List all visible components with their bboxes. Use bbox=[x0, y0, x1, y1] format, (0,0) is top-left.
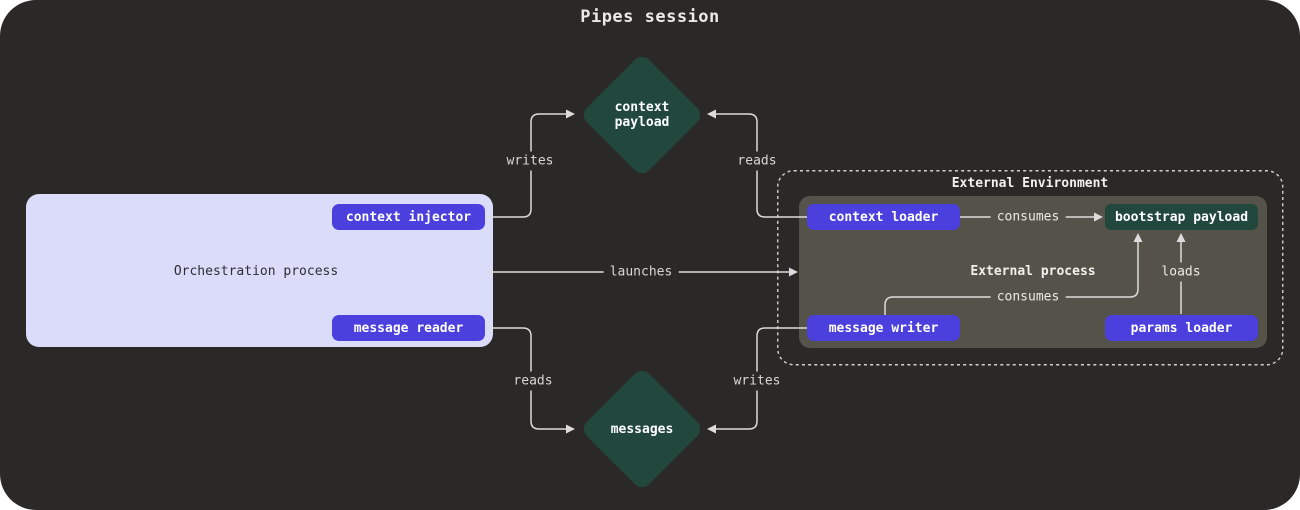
writes-bottom-label: writes bbox=[727, 371, 787, 391]
context-injector-node: context injector bbox=[332, 204, 485, 230]
external-environment-label: External Environment bbox=[951, 176, 1109, 191]
bootstrap-payload-node: bootstrap payload bbox=[1105, 204, 1258, 230]
orchestration-process-label: Orchestration process bbox=[173, 264, 339, 279]
consumes-mid-label: consumes bbox=[990, 287, 1066, 307]
message-reader-node: message reader bbox=[332, 315, 485, 341]
messages-label: messages bbox=[610, 422, 674, 437]
reads-top-label: reads bbox=[731, 151, 783, 171]
context-loader-node: context loader bbox=[807, 204, 960, 230]
launches-label: launches bbox=[603, 262, 679, 282]
consumes-top-label: consumes bbox=[990, 207, 1066, 227]
diagram-title: Pipes session bbox=[580, 7, 720, 27]
loads-label: loads bbox=[1155, 262, 1207, 282]
external-environment-box: External Environment External process co… bbox=[777, 170, 1283, 365]
context-payload-label: context payload bbox=[614, 100, 670, 130]
message-writer-node: message writer bbox=[807, 315, 960, 341]
orchestration-process-box: Orchestration process context injector m… bbox=[26, 194, 493, 347]
reads-bottom-label: reads bbox=[507, 371, 559, 391]
params-loader-node: params loader bbox=[1105, 315, 1258, 341]
writes-top-label: writes bbox=[500, 151, 560, 171]
